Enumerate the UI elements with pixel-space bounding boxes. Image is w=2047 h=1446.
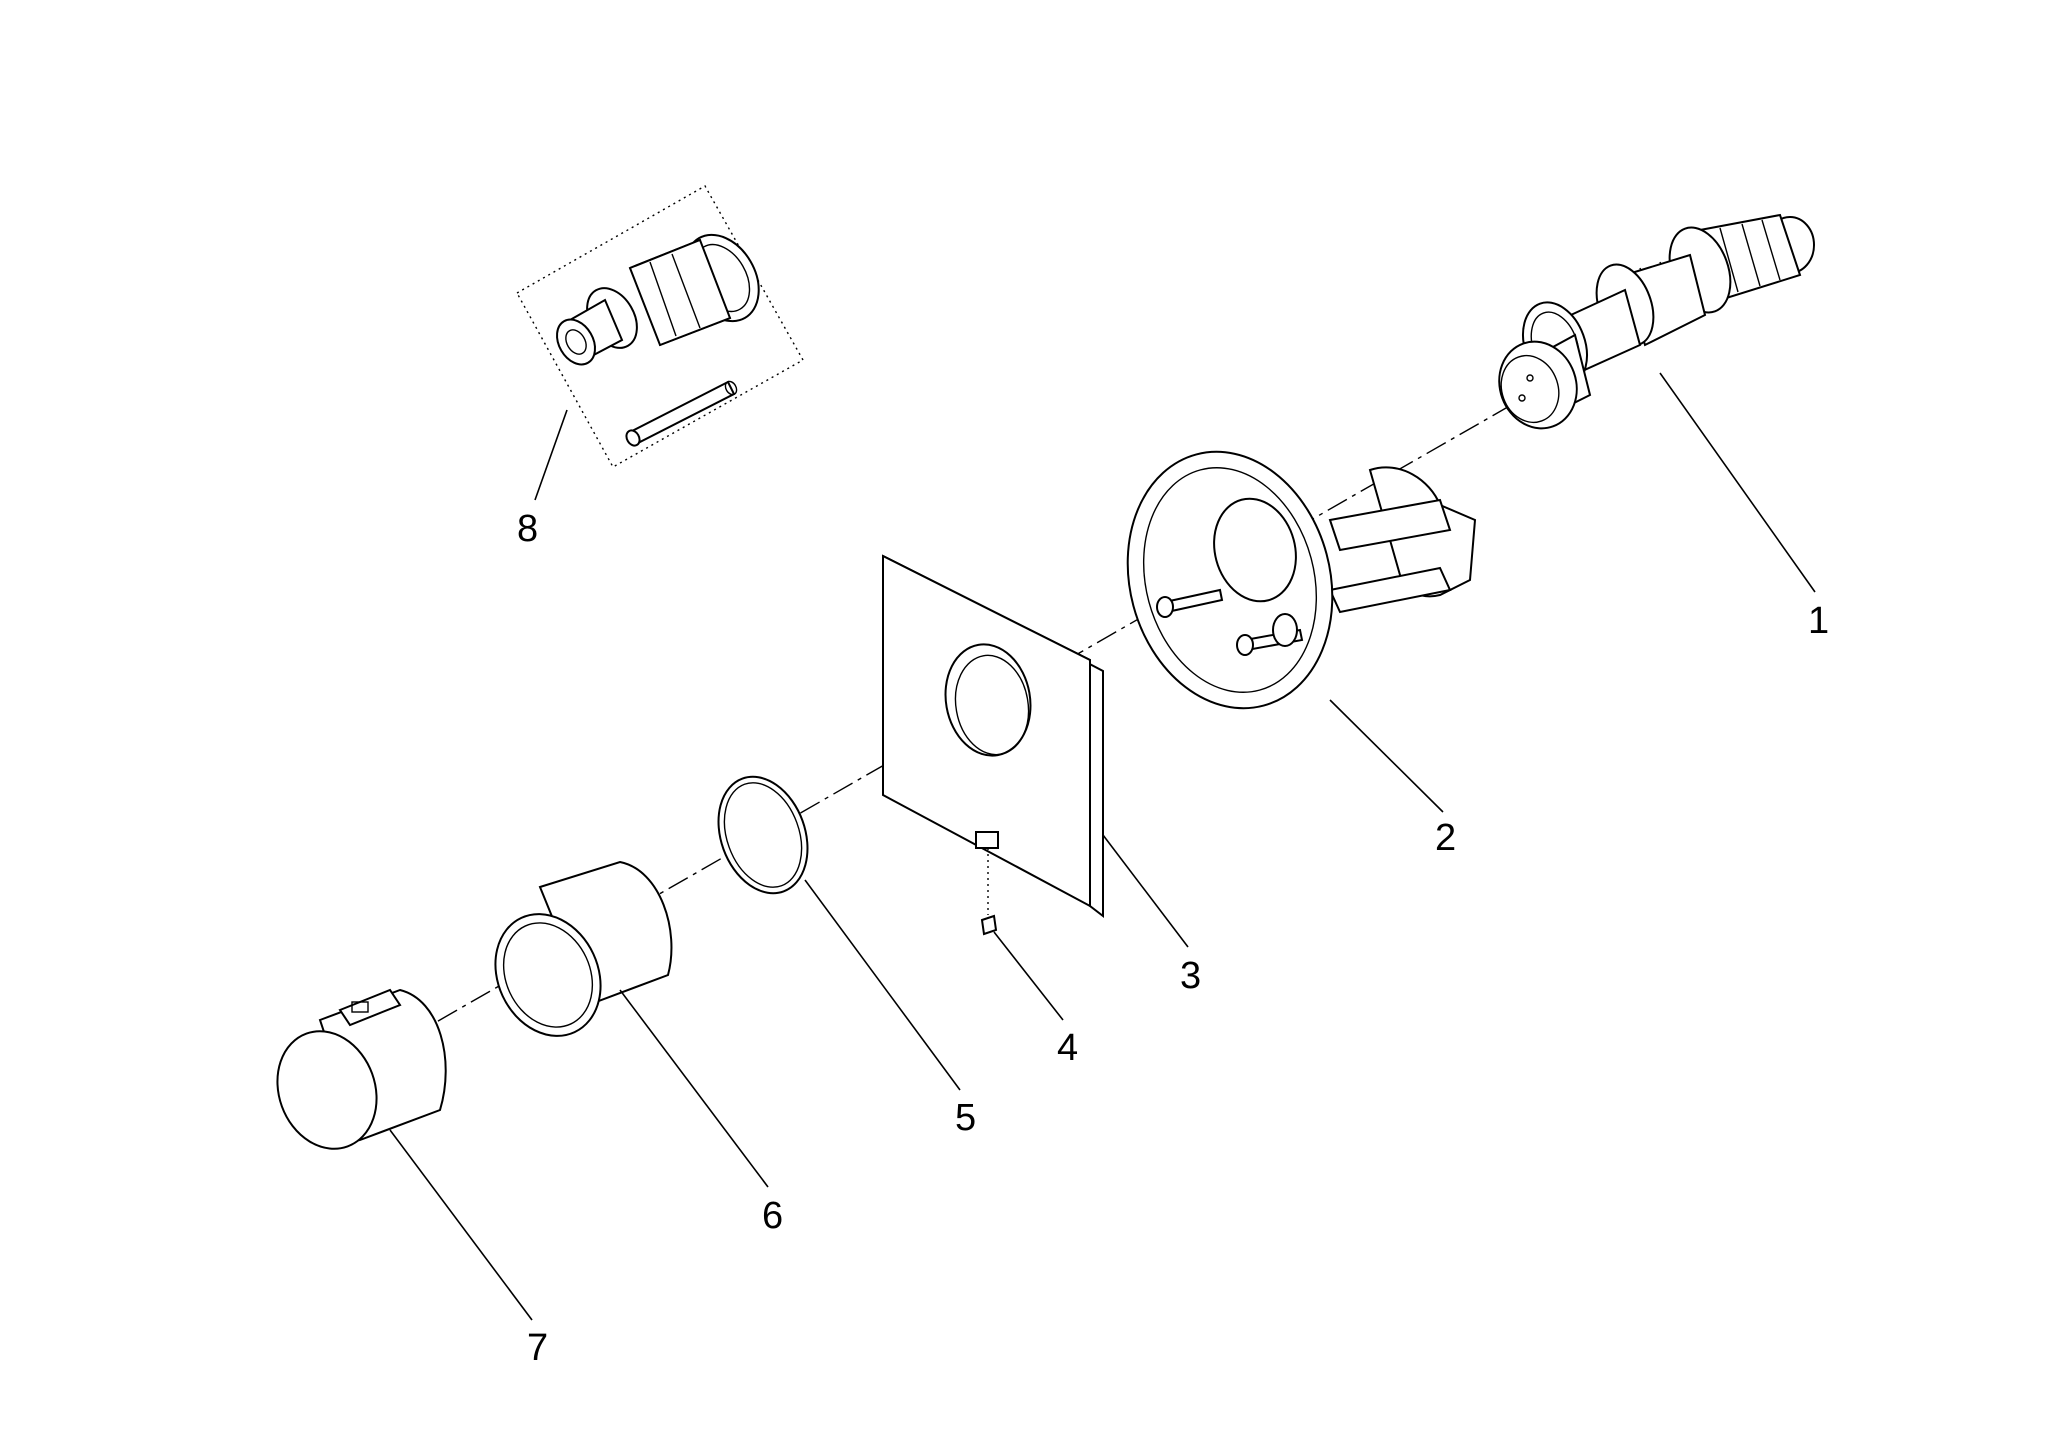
leader-6	[619, 989, 769, 1188]
label-part-2: 2	[1435, 817, 1456, 859]
part-2-bracket-drawing	[1126, 450, 1477, 710]
label-part-8: 8	[517, 508, 538, 550]
part-5-o-ring-drawing	[717, 775, 809, 895]
plate-logo-badge	[975, 831, 999, 849]
label-part-4: 4	[1057, 1027, 1078, 1069]
label-part-7: 7	[527, 1327, 548, 1369]
leader-1	[1659, 372, 1816, 593]
label-part-6: 6	[762, 1195, 783, 1237]
leader-8	[534, 409, 568, 501]
leader-4	[993, 931, 1064, 1021]
leader-3	[1102, 834, 1189, 948]
leader-7	[389, 1129, 533, 1321]
label-part-5: 5	[955, 1097, 976, 1139]
part-1-cartridge-drawing	[1498, 213, 1815, 430]
assembly-axis	[404, 399, 1521, 1041]
kit-dotted-boundary	[516, 185, 804, 468]
part-4-set-screw-drawing	[980, 848, 998, 936]
part-7-handle-drawing	[276, 988, 447, 1150]
part-3-cover-plate-drawing	[882, 554, 1104, 919]
leader-2	[1329, 699, 1444, 813]
part-6-sleeve-drawing	[494, 860, 673, 1037]
label-part-3: 3	[1180, 955, 1201, 997]
part-8-kit-drawing	[516, 185, 804, 468]
label-part-1: 1	[1808, 600, 1829, 642]
leader-5	[804, 879, 961, 1091]
